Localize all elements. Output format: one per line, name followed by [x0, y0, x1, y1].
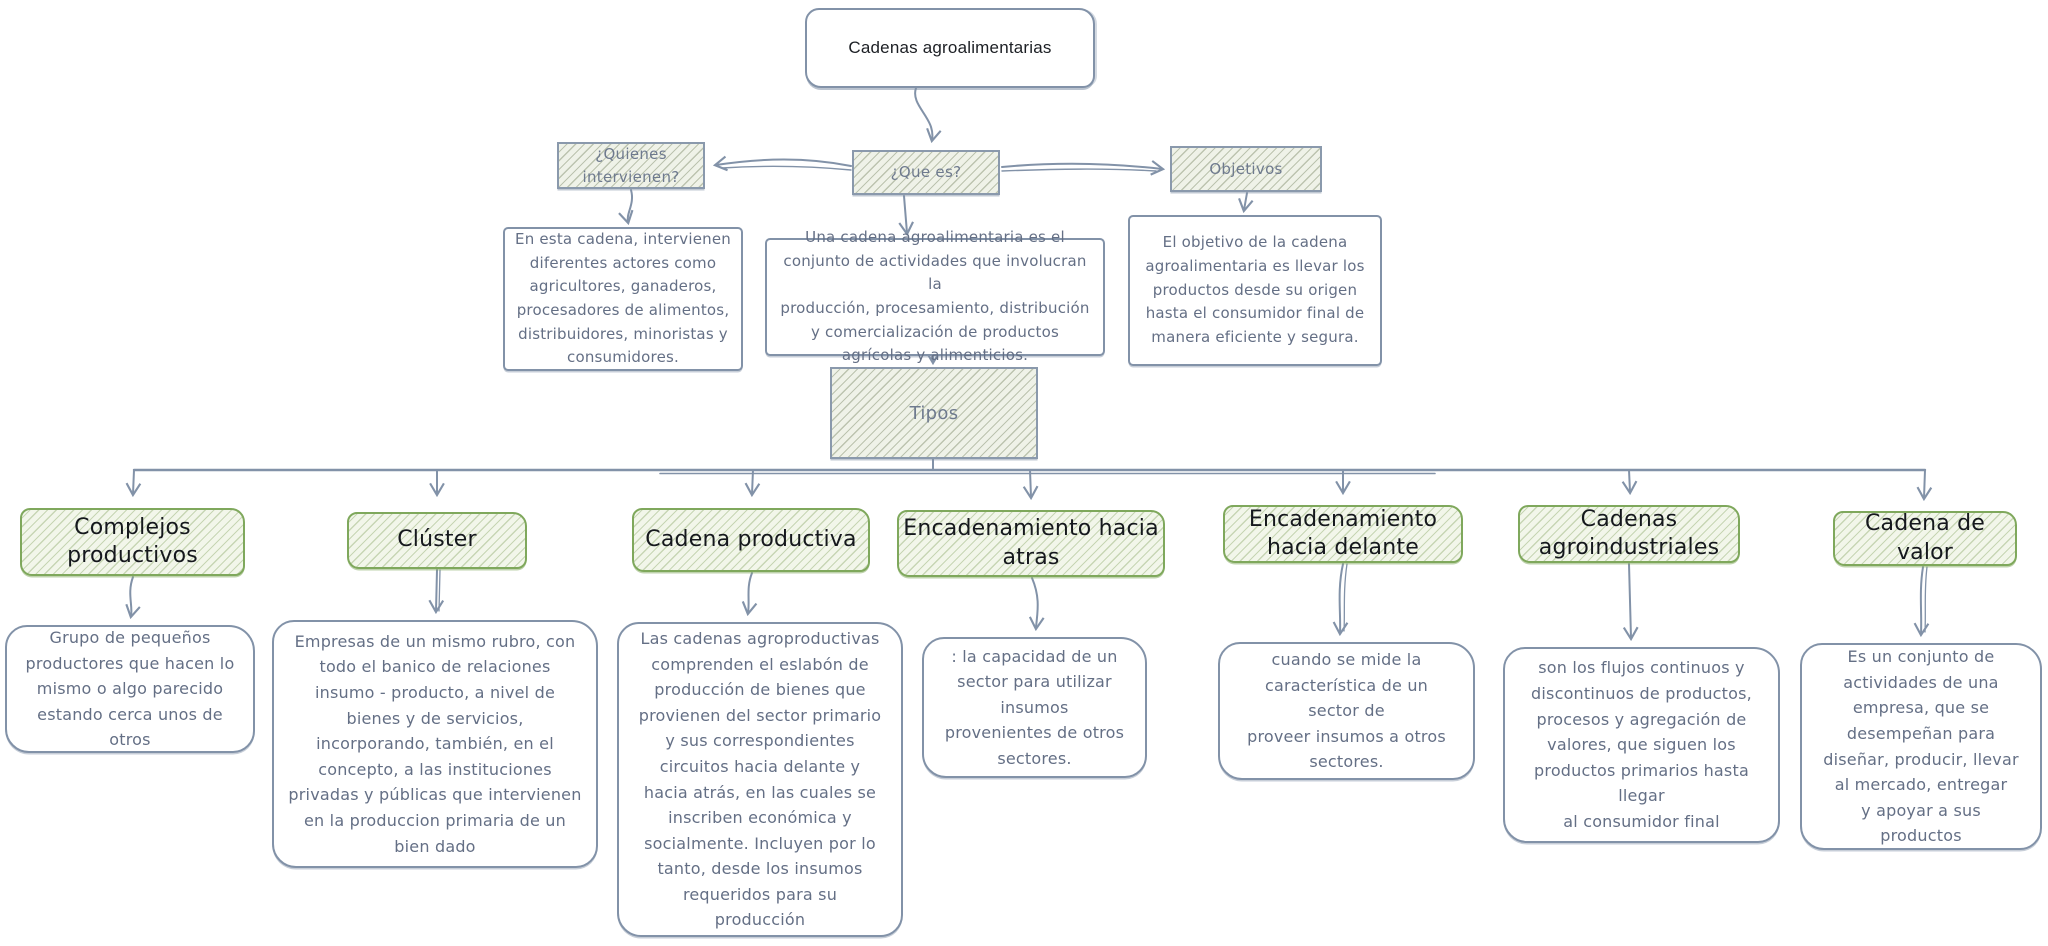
desc-encadenamiento-hacia-atras: : la capacidad de un sector para utiliza…	[922, 637, 1147, 778]
type-title: Cadenas agroindustriales	[1538, 506, 1720, 560]
root-title: Cadenas agroalimentarias	[848, 38, 1052, 57]
node-cadena-productiva: Cadena productiva	[632, 508, 870, 572]
node-que-es: ¿Que es?	[852, 150, 1000, 195]
type-title: Encadenamiento hacia atras	[903, 516, 1159, 570]
desc-text: : la capacidad de un sector para utiliza…	[944, 646, 1125, 768]
node-cadena-de-valor: Cadena de valor	[1833, 511, 2017, 566]
node-cluster: Clúster	[347, 512, 527, 569]
desc-complejos-productivos: Grupo de pequeños productores que hacen …	[5, 625, 255, 753]
desc-text: Es un conjunto de actividades de una emp…	[1823, 647, 2019, 846]
node-encadenamiento-hacia-delante: Encadenamiento hacia delante	[1223, 505, 1463, 563]
type-title: Cadena productiva	[645, 526, 857, 552]
desc-text: Las cadenas agroproductivas comprenden e…	[638, 628, 882, 930]
node-cadenas-agroindustriales: Cadenas agroindustriales	[1518, 505, 1740, 563]
desc-quienes-intervienen: En esta cadena, intervienen diferentes a…	[503, 227, 743, 371]
que-es-label: ¿Que es?	[890, 163, 962, 182]
node-tipos: Tipos	[830, 367, 1038, 459]
quienes-label: ¿Quienes intervienen?	[582, 145, 680, 186]
desc-text: En esta cadena, intervienen diferentes a…	[515, 229, 731, 367]
type-title: Clúster	[397, 527, 477, 553]
desc-cadena-de-valor: Es un conjunto de actividades de una emp…	[1800, 643, 2042, 850]
node-encadenamiento-hacia-atras: Encadenamiento hacia atras	[897, 510, 1165, 577]
type-title: Encadenamiento hacia delante	[1248, 506, 1438, 560]
type-title: Cadena de valor	[1864, 511, 1986, 565]
desc-text: El objetivo de la cadena agroalimentaria…	[1145, 233, 1365, 347]
desc-text: son los flujos continuos y discontinuos …	[1531, 658, 1752, 831]
desc-text: Grupo de pequeños productores que hacen …	[25, 628, 235, 750]
desc-text: Una cadena agroalimentaria es el conjunt…	[780, 227, 1090, 365]
node-quienes-intervienen: ¿Quienes intervienen?	[557, 142, 705, 189]
desc-cadenas-agroindustriales: son los flujos continuos y discontinuos …	[1503, 647, 1780, 843]
desc-que-es: Una cadena agroalimentaria es el conjunt…	[765, 228, 1105, 364]
desc-text: cuando se mide la característica de un s…	[1247, 650, 1446, 772]
desc-text: Empresas de un mismo rubro, con todo el …	[288, 631, 582, 856]
desc-objetivos: El objetivo de la cadena agroalimentaria…	[1128, 215, 1382, 366]
desc-encadenamiento-hacia-delante: cuando se mide la característica de un s…	[1218, 642, 1475, 780]
tipos-label: Tipos	[909, 402, 959, 424]
node-cadenas-agroalimentarias: Cadenas agroalimentarias	[805, 8, 1095, 88]
desc-cluster: Empresas de un mismo rubro, con todo el …	[272, 620, 598, 868]
node-objetivos: Objetivos	[1170, 146, 1322, 192]
type-title: Complejos productivos	[67, 514, 198, 568]
node-complejos-productivos: Complejos productivos	[20, 508, 245, 576]
desc-cadena-productiva: Las cadenas agroproductivas comprenden e…	[617, 622, 903, 937]
objetivos-label: Objetivos	[1209, 159, 1283, 178]
